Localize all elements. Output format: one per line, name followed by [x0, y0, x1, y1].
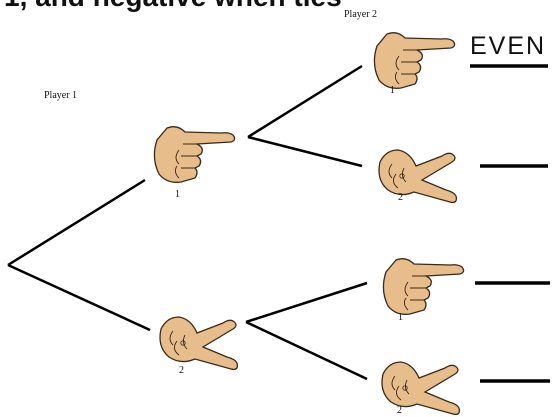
branch-lower-p2-move2	[245, 320, 368, 381]
player2-label: Player 2	[344, 9, 378, 20]
two-finger-hand-icon	[378, 149, 458, 204]
one-finger-hand-icon	[382, 258, 465, 315]
p2-move-label-4: 2	[397, 405, 402, 416]
p2-move-label-3: 1	[398, 312, 403, 323]
cropped-heading-text: 1, and negative when ties	[4, 0, 342, 11]
branch-upper-p2-move1	[247, 64, 363, 139]
p2-move-label-2: 2	[398, 192, 403, 203]
p1-move-label-1: 1	[175, 189, 180, 200]
branch-lower-p2-move1	[245, 281, 368, 324]
one-finger-hand-icon	[153, 126, 236, 183]
two-finger-hand-icon	[159, 316, 239, 371]
player1-label: Player 1	[44, 90, 78, 101]
p2-move-label-1: 1	[390, 85, 395, 96]
branch-upper-p2-move2	[247, 135, 363, 168]
p1-move-label-2: 2	[179, 365, 184, 376]
one-finger-hand-icon	[373, 32, 456, 89]
two-finger-hand-icon	[381, 361, 461, 416]
outcome-label-even: EVEN	[470, 32, 547, 60]
branch-p1-move2	[7, 263, 151, 332]
branch-p1-move1	[7, 178, 146, 267]
